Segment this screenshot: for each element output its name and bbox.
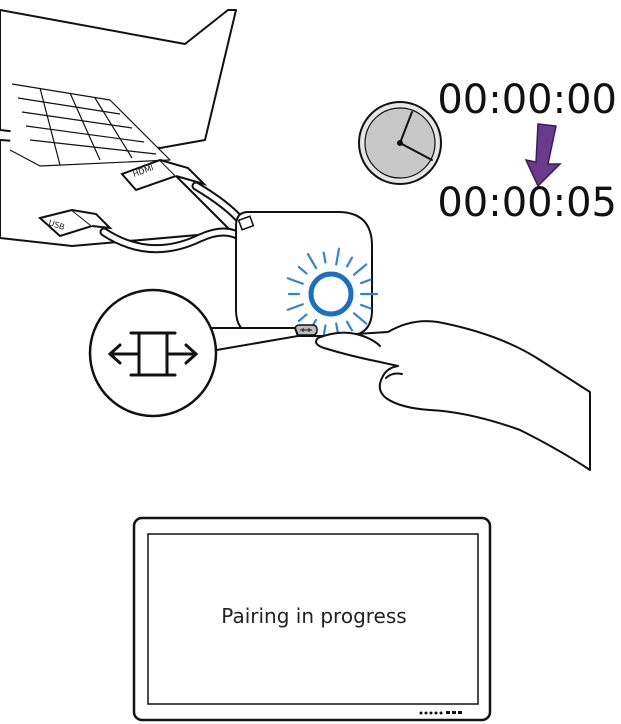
clock-icon [359,102,441,184]
display-message: Pairing in progress [138,604,490,628]
hand [316,321,590,470]
display-control-icons [420,711,463,715]
led-ring [311,274,351,314]
down-arrow-icon [526,124,560,186]
pair-button-icon[interactable] [295,325,317,335]
callout-connector [205,328,298,352]
pairing-symbol-callout [90,290,216,416]
timer-start: 00:00:00 [437,80,617,120]
timer-end: 00:00:05 [437,183,617,223]
laptop [0,10,236,246]
